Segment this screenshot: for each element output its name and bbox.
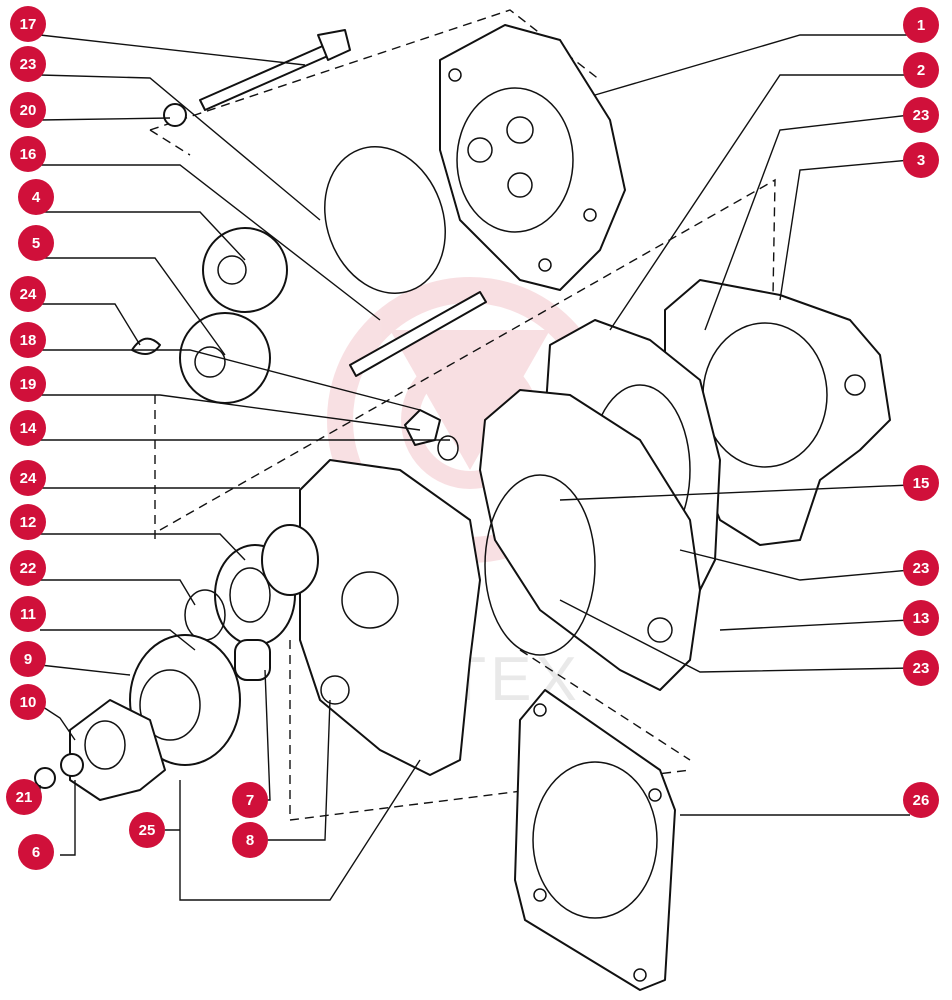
callout-label: 18 [20, 332, 37, 349]
callout-label: 1 [917, 17, 925, 34]
callout-label: 25 [139, 822, 156, 839]
callout-label: 4 [32, 189, 41, 206]
callout-17: 17 [10, 6, 46, 42]
callout-6: 6 [18, 834, 54, 870]
part-seal-assembly [214, 524, 319, 646]
callout-label: 23 [913, 107, 930, 124]
callout-label: 20 [20, 102, 37, 119]
callout-10: 10 [10, 684, 46, 720]
part-o-ring-upper [324, 146, 446, 294]
callout-20: 20 [10, 92, 46, 128]
callout-25: 25 [129, 812, 165, 848]
callout-label: 23 [20, 56, 37, 73]
callout-label: 2 [917, 62, 925, 79]
callout-22: 22 [10, 550, 46, 586]
callout-label: 10 [20, 694, 37, 711]
callout-18: 18 [10, 322, 46, 358]
part-nut-20 [163, 103, 187, 127]
part-nut-washer [34, 753, 84, 789]
callout-label: 6 [32, 844, 40, 861]
part-flange-11 [129, 634, 241, 766]
part-pin [349, 291, 487, 377]
callout-label: 3 [917, 152, 925, 169]
callout-label: 26 [913, 792, 930, 809]
callout-label: 24 [20, 470, 37, 487]
callout-1: 1 [903, 7, 939, 43]
callout-9: 9 [10, 641, 46, 677]
callouts: 1 2 23 3 15 23 13 23 26 17 23 20 16 4 5 … [6, 6, 939, 870]
part-valve [404, 409, 459, 461]
callout-13: 13 [903, 600, 939, 636]
callout-label: 17 [20, 16, 37, 33]
callout-26: 26 [903, 782, 939, 818]
callout-label: 11 [20, 606, 36, 623]
callout-label: 13 [913, 610, 930, 627]
callout-21: 21 [6, 779, 42, 815]
callout-label: 16 [20, 146, 37, 163]
callout-15: 15 [903, 465, 939, 501]
callout-23c: 23 [903, 650, 939, 686]
callout-14: 14 [10, 410, 46, 446]
callout-label: 23 [913, 560, 930, 577]
callout-label: 21 [16, 789, 33, 806]
part-gear-housing [479, 389, 701, 691]
callout-label: 12 [20, 514, 37, 531]
part-key-24 [131, 337, 161, 355]
part-bushing-7 [234, 639, 271, 681]
callout-24b: 24 [10, 460, 46, 496]
callout-8: 8 [232, 822, 268, 858]
callout-2: 2 [903, 52, 939, 88]
part-gear-5 [179, 312, 271, 404]
part-gear-4 [202, 227, 288, 313]
callout-label: 22 [20, 560, 37, 577]
part-front-housing [299, 459, 481, 776]
callout-label: 9 [24, 651, 32, 668]
callout-16: 16 [10, 136, 46, 172]
callout-label: 19 [20, 376, 37, 393]
part-gasket [514, 689, 676, 991]
callout-label: 8 [246, 832, 254, 849]
callout-label: 5 [32, 235, 40, 252]
callout-5: 5 [18, 225, 54, 261]
part-front-cover [439, 24, 626, 291]
callout-23b: 23 [903, 550, 939, 586]
callout-11: 11 [10, 596, 46, 632]
callout-label: 15 [913, 475, 930, 492]
callout-label: 7 [246, 792, 254, 809]
callout-label: 23 [913, 660, 930, 677]
callout-label: 14 [20, 420, 37, 437]
callout-7: 7 [232, 782, 268, 818]
callout-3: 3 [903, 142, 939, 178]
callout-4: 4 [18, 179, 54, 215]
callout-19: 19 [10, 366, 46, 402]
callout-23a: 23 [903, 97, 939, 133]
callout-label: 24 [20, 286, 37, 303]
part-bolt [199, 29, 351, 111]
callout-23d: 23 [10, 46, 46, 82]
callout-24a: 24 [10, 276, 46, 312]
callout-12: 12 [10, 504, 46, 540]
